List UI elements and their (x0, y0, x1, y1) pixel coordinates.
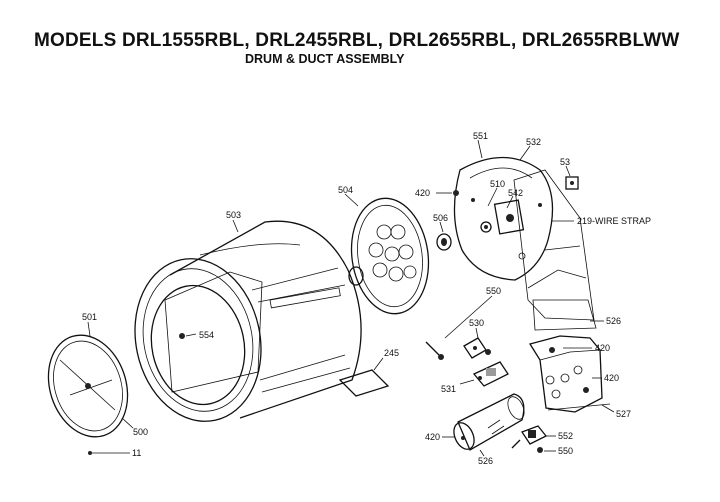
thermostat-part (472, 361, 509, 387)
callout-219-wire-strap: 219-WIRE STRAP (577, 216, 651, 226)
callout-551: 551 (473, 131, 488, 141)
callout-552: 552 (558, 431, 573, 441)
drum-front-seal-part (47, 334, 129, 438)
bracket-part (463, 337, 491, 359)
callout-526-duct: 526 (606, 316, 621, 326)
callout-500: 500 (133, 427, 148, 437)
bearing-part (436, 233, 452, 251)
screw-part (425, 341, 444, 360)
callout-531: 531 (441, 384, 456, 394)
callout-11: 11 (132, 448, 141, 458)
callout-554: 554 (199, 330, 214, 340)
pad-part (338, 369, 390, 397)
callout-503: 503 (226, 210, 241, 220)
callout-420-bracket-bottom: 420 (604, 373, 619, 383)
callout-527: 527 (616, 409, 631, 419)
callout-550-bottom: 550 (558, 446, 573, 456)
callout-526-motor: 526 (478, 456, 493, 466)
drum-back-part (348, 197, 430, 315)
motor-cylinder-part (453, 393, 525, 451)
callout-542: 542 (508, 188, 523, 198)
callout-420-bracket-top: 420 (595, 343, 610, 353)
callout-530: 530 (469, 318, 484, 328)
page-title: MODELS DRL1555RBL, DRL2455RBL, DRL2655RB… (34, 30, 680, 51)
callout-504: 504 (338, 185, 353, 195)
callout-532: 532 (526, 137, 541, 147)
callout-501: 501 (82, 312, 97, 322)
drum-part (134, 220, 362, 422)
callout-245: 245 (384, 348, 399, 358)
callout-420-motor: 420 (425, 432, 440, 442)
callout-420-top: 420 (415, 188, 430, 198)
connector-part (511, 425, 548, 453)
callout-506: 506 (433, 213, 448, 223)
callout-550-top: 550 (486, 286, 501, 296)
clip-part (565, 176, 579, 190)
page-subtitle: DRUM & DUCT ASSEMBLY (245, 52, 405, 66)
callout-510: 510 (490, 179, 505, 189)
motor-bracket-part (528, 335, 611, 413)
callout-53: 53 (560, 157, 570, 167)
rear-duct-part (453, 156, 597, 331)
